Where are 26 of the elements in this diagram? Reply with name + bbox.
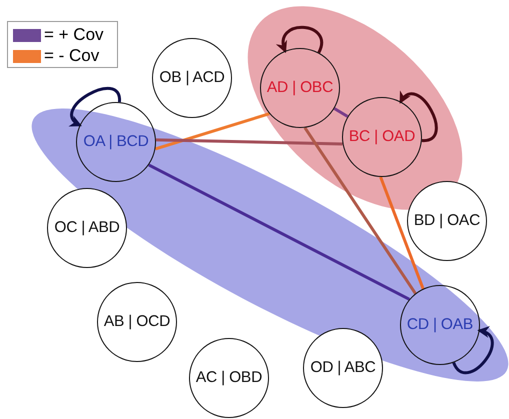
self-loop-arrow	[452, 328, 494, 374]
node-label: CD | OAB	[406, 316, 474, 334]
node-label: AB | OCD	[104, 313, 170, 331]
state-circle	[400, 285, 480, 365]
state-circle	[76, 102, 156, 182]
state-circle	[342, 97, 422, 177]
connector-line	[148, 164, 410, 301]
node-label: AD | OBC	[266, 79, 334, 97]
node-label: OD | ABC	[310, 359, 376, 377]
connector-line	[379, 176, 424, 290]
self-loop-arrow	[399, 90, 438, 142]
node-label: OA | BCD	[83, 133, 149, 151]
node-label: OB | ACD	[159, 69, 225, 87]
self-loop-arrow	[276, 26, 323, 54]
node-label: OC | ABD	[54, 219, 120, 237]
node-label: AC | OBD	[196, 369, 262, 387]
node-label: BC | OAD	[348, 128, 416, 146]
connector-line	[156, 138, 343, 146]
connector-line	[304, 126, 417, 294]
connector-line	[334, 107, 348, 118]
connector-line	[154, 112, 270, 150]
legend-label: = - Cov	[44, 46, 100, 66]
legend-label: = + Cov	[44, 25, 104, 45]
self-loop-arrow	[68, 87, 121, 126]
state-circle	[260, 48, 340, 128]
node-label: BD | OAC	[414, 212, 480, 230]
